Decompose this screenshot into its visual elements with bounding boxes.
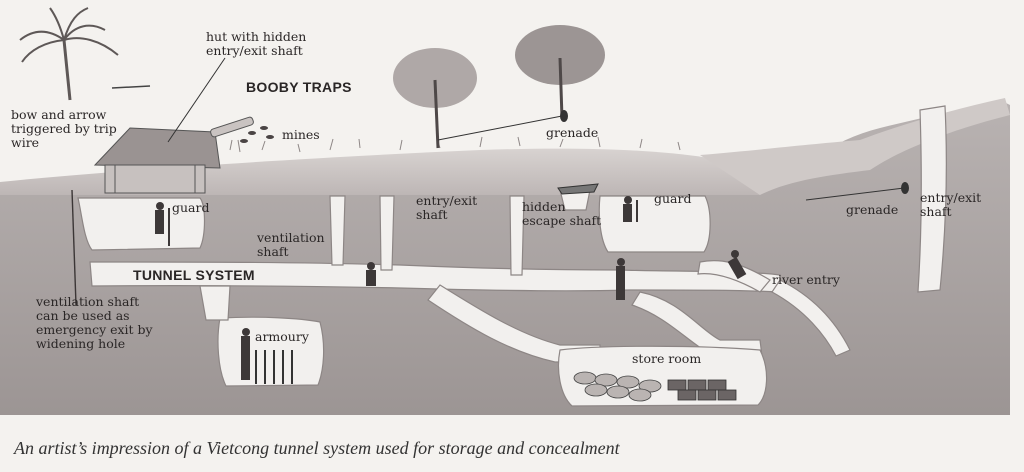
tunnel-system-heading: TUNNEL SYSTEM bbox=[133, 267, 255, 283]
store-room-label: store room bbox=[632, 351, 702, 366]
grenade-trip-wire bbox=[437, 115, 563, 141]
tunnel-crouch-figure bbox=[366, 262, 376, 286]
armoury-figure bbox=[241, 328, 250, 380]
tunnel-network bbox=[77, 105, 947, 407]
bow-arrow-trap bbox=[111, 85, 151, 89]
tunnel-diagram bbox=[0, 7, 1010, 415]
armoury-label: armoury bbox=[255, 329, 309, 344]
ventilation-label: ventilation shaft bbox=[257, 230, 325, 259]
trees bbox=[393, 25, 605, 149]
palm-tree bbox=[19, 7, 119, 101]
grenade-top-label: grenade bbox=[546, 125, 599, 140]
river-entry-label: river entry bbox=[772, 272, 840, 287]
entry-right-label: entry/exit shaft bbox=[920, 190, 982, 219]
mines-group bbox=[210, 116, 274, 143]
figures bbox=[155, 196, 747, 380]
grenade-right-label: grenade bbox=[846, 202, 899, 217]
guard-left-figure bbox=[155, 202, 170, 246]
grenade-right-wire bbox=[805, 187, 905, 201]
grenade-right-icon bbox=[901, 182, 909, 194]
hut bbox=[93, 127, 221, 194]
booby-traps-heading: BOOBY TRAPS bbox=[246, 79, 352, 95]
hut-leader-line bbox=[167, 57, 226, 143]
escape-hatch bbox=[557, 183, 599, 195]
entry-mid-label: entry/exit shaft bbox=[416, 193, 478, 222]
guard-right-figure bbox=[623, 196, 638, 222]
guard-passage-figure bbox=[616, 258, 625, 300]
bow-arrow-label: bow and arrow triggered by trip wire bbox=[11, 107, 117, 150]
vent-exit-label: ventilation shaft can be used as emergen… bbox=[36, 294, 153, 351]
river-figure bbox=[727, 250, 747, 280]
ventilation-shaft-line bbox=[71, 189, 77, 306]
hidden-escape-label: hidden escape shaft bbox=[522, 199, 602, 228]
mines-label: mines bbox=[282, 127, 320, 142]
rifle-rack bbox=[255, 350, 293, 384]
store-room-supplies bbox=[573, 371, 737, 402]
guard-left-label: guard bbox=[172, 200, 210, 215]
grenade-top-icon bbox=[560, 110, 568, 122]
hut-label: hut with hidden entry/exit shaft bbox=[206, 29, 307, 58]
figure-caption: An artist’s impression of a Vietcong tun… bbox=[14, 438, 620, 458]
guard-right-label: guard bbox=[654, 191, 692, 206]
